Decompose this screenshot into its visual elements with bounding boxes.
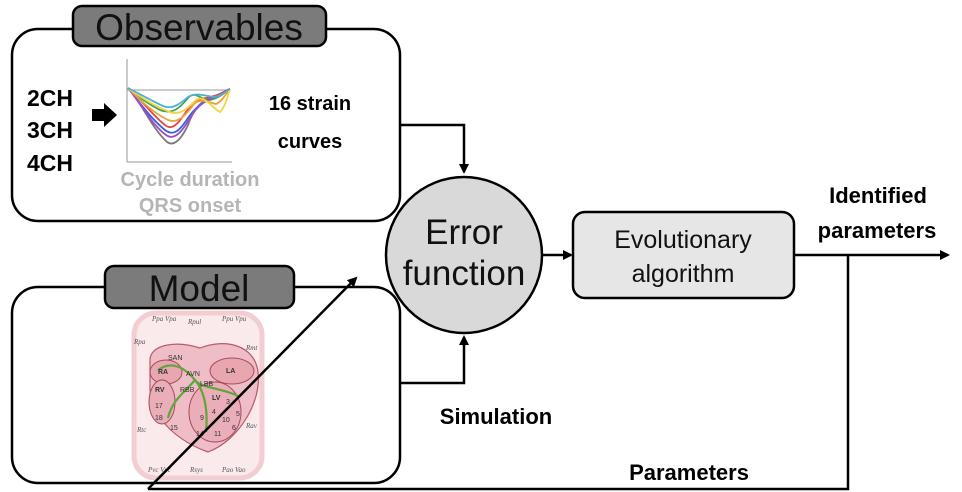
strain-curve-6 — [127, 87, 231, 122]
strain-curve-2 — [127, 87, 231, 129]
input-arrow-icon — [92, 103, 117, 127]
segment-15: 15 — [170, 425, 178, 432]
strain-curve-7 — [127, 87, 231, 114]
label-rsys: Rsys — [189, 466, 203, 474]
simulation-to-error-arrow — [400, 335, 469, 385]
heart-circulation-schematic: Ppa Vpa Rpul Ppu Vpu Rpa Rmt Rtc Rav Pvc… — [131, 310, 265, 481]
label-rpa: Rpa — [133, 338, 146, 346]
algorithm-line1: Evolutionary — [614, 226, 752, 254]
error-function-node — [384, 175, 544, 335]
model-header — [103, 264, 296, 310]
observables-header — [71, 4, 328, 48]
label-rbb: RBB — [180, 387, 195, 394]
parameters-feedback-line — [148, 255, 850, 491]
view-label-3ch: 3CH — [27, 117, 73, 143]
label-rv: RV — [155, 387, 165, 394]
segment-9: 9 — [200, 415, 204, 422]
strain-curve-8 — [127, 87, 231, 109]
strain-curves-label-line1: 16 strain — [269, 93, 351, 115]
algorithm-line2: algorithm — [632, 260, 735, 288]
strain-curves-label-line2: curves — [278, 131, 343, 153]
label-san: SAN — [168, 355, 182, 362]
model-title: Model — [149, 268, 250, 309]
qrs-onset-note: QRS onset — [139, 195, 242, 217]
label-pvc: Pvc Vvc — [147, 466, 172, 474]
segment-4: 4 — [212, 409, 216, 416]
conduction-system — [157, 364, 239, 433]
error-function-line2: function — [403, 254, 526, 293]
simulation-label: Simulation — [440, 404, 552, 429]
label-pao: Pao Vao — [221, 466, 246, 474]
label-rtc: Rtc — [136, 426, 147, 434]
label-rpul: Rpul — [187, 318, 201, 326]
segment-11: 11 — [214, 431, 221, 438]
parameters-label: Parameters — [629, 460, 749, 485]
left-atrium — [209, 357, 255, 385]
label-ra: RA — [158, 369, 168, 376]
evolutionary-algorithm-node — [571, 210, 796, 300]
segment-14: 14 — [196, 431, 204, 438]
view-label-2ch: 2CH — [27, 85, 73, 111]
label-avn: AVN — [186, 371, 200, 378]
label-la: LA — [226, 368, 235, 375]
label-ppu: Ppu Vpu — [221, 315, 247, 323]
label-ppa: Ppa Vpa — [151, 315, 177, 323]
segment-6: 6 — [232, 425, 236, 432]
segment-18: 18 — [155, 415, 163, 422]
label-lv: LV — [212, 395, 221, 402]
cycle-duration-note: Cycle duration — [121, 169, 260, 191]
segment-17: 17 — [155, 403, 163, 410]
observables-to-error-arrow — [400, 123, 469, 174]
label-rav: Rav — [245, 422, 258, 430]
identified-label-line2: parameters — [818, 218, 937, 243]
label-lbb: LBB — [200, 381, 214, 388]
parameters-to-model-arrow — [147, 276, 358, 490]
strain-curves-plot — [126, 59, 232, 163]
label-rmt: Rmt — [245, 344, 258, 352]
segment-10: 10 — [222, 417, 230, 424]
view-label-4ch: 4CH — [27, 150, 73, 176]
identified-label-line1: Identified — [829, 183, 927, 208]
segment-3: 3 — [226, 399, 230, 406]
segment-5: 5 — [236, 411, 240, 418]
observables-title: Observables — [95, 7, 303, 48]
left-ventricle — [188, 381, 242, 443]
error-function-line1: Error — [425, 213, 503, 252]
